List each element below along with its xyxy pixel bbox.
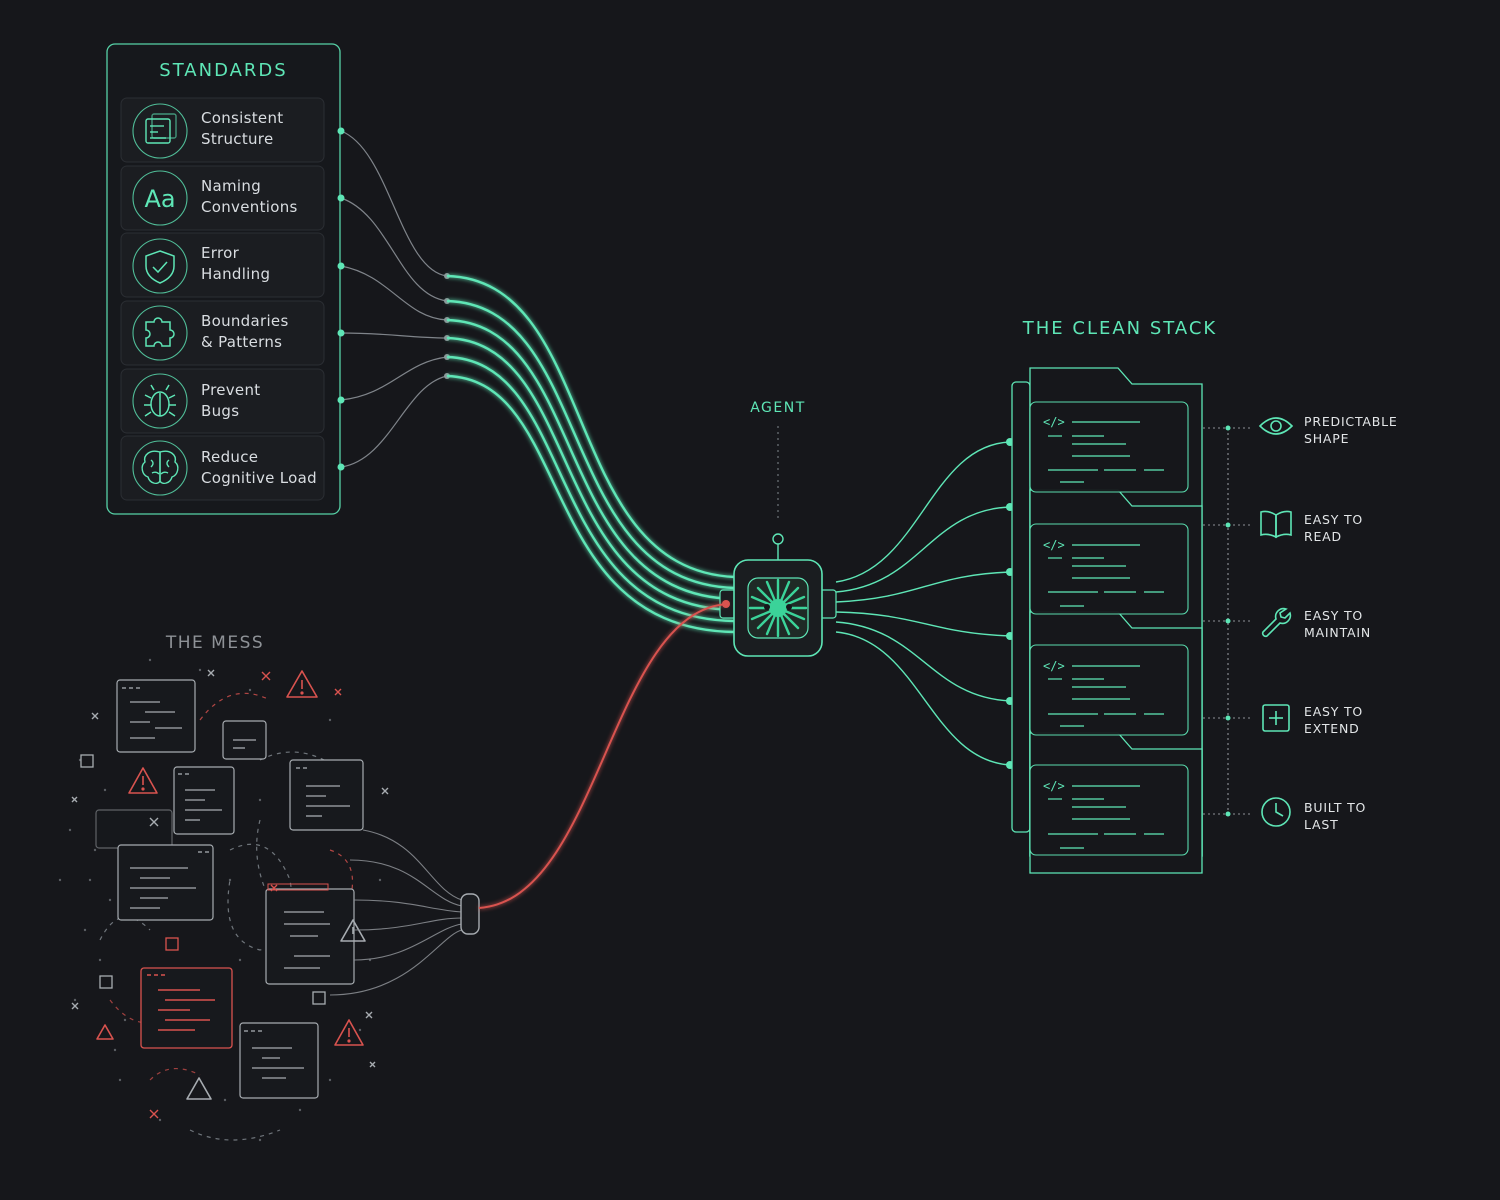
standard-label-line1: Prevent bbox=[201, 381, 261, 399]
plus-square-icon bbox=[1262, 704, 1290, 732]
benefit-predictable-shape: PREDICTABLE SHAPE bbox=[1304, 413, 1424, 447]
mess-collector-plug bbox=[460, 893, 480, 935]
agent-output-fan bbox=[835, 441, 1011, 766]
standards-title: STANDARDS bbox=[159, 60, 288, 81]
standard-label-line2: Structure bbox=[201, 130, 274, 148]
agent-antenna bbox=[772, 533, 784, 545]
code-lines bbox=[1048, 421, 1164, 849]
warning-icons bbox=[96, 670, 366, 1100]
clean-stack-title: THE CLEAN STACK bbox=[1022, 318, 1218, 339]
bundle-nodes bbox=[444, 273, 450, 379]
standard-item-prevent-bugs: Prevent Bugs bbox=[120, 370, 324, 434]
code-glyph-icons: </> </> </> </> bbox=[1043, 415, 1065, 793]
standards-icon-circles bbox=[132, 103, 188, 496]
standard-label: Naming Conventions bbox=[201, 176, 298, 218]
standard-label-line2: Bugs bbox=[201, 402, 240, 420]
benefit-line1: EASY TO bbox=[1304, 704, 1364, 719]
benefit-line2: EXTEND bbox=[1304, 721, 1360, 736]
mess-title: THE MESS bbox=[165, 633, 265, 653]
mess-entry-dot bbox=[722, 600, 730, 608]
standard-item-cognitive-load: Reduce Cognitive Load bbox=[120, 437, 324, 501]
wrench-icon bbox=[1261, 607, 1292, 638]
benefit-easy-to-maintain: EASY TO MAINTAIN bbox=[1304, 607, 1424, 641]
bug-icon bbox=[144, 384, 176, 417]
benefit-line2: READ bbox=[1304, 529, 1342, 544]
benefit-dots bbox=[1225, 425, 1231, 817]
brain-icon bbox=[141, 450, 179, 485]
standard-label-line1: Error bbox=[201, 244, 240, 262]
standard-label: Prevent Bugs bbox=[201, 380, 260, 422]
standard-label-line2: & Patterns bbox=[201, 333, 283, 351]
standard-item-boundaries: Boundaries & Patterns bbox=[120, 301, 324, 365]
standards-rows bbox=[120, 97, 325, 501]
text-aa-icon: Aa bbox=[144, 185, 175, 213]
agent-label: AGENT bbox=[750, 400, 806, 416]
standard-label-line2: Conventions bbox=[201, 198, 298, 216]
standard-label: Boundaries & Patterns bbox=[201, 311, 289, 353]
code-glyph-4: </> bbox=[1043, 779, 1065, 793]
benefit-connectors bbox=[1203, 427, 1250, 815]
benefit-line2: MAINTAIN bbox=[1304, 625, 1372, 640]
structure-icon bbox=[145, 113, 177, 144]
benefit-easy-to-read: EASY TO READ bbox=[1304, 511, 1424, 545]
standard-label-line1: Consistent bbox=[201, 109, 284, 127]
standard-label-line2: Cognitive Load bbox=[201, 469, 317, 487]
agent-input-bundle bbox=[446, 274, 736, 634]
puzzle-icon bbox=[145, 317, 175, 347]
code-glyph-1: </> bbox=[1043, 415, 1065, 429]
standards-connectors bbox=[340, 130, 448, 468]
mess-window-red bbox=[140, 883, 329, 1049]
mess-x-marks bbox=[71, 669, 389, 1119]
standard-item-structure: Consistent Structure bbox=[120, 98, 324, 162]
mess-small-squares bbox=[80, 754, 326, 1005]
code-glyph-3: </> bbox=[1043, 659, 1065, 673]
standards-port-dots bbox=[337, 127, 345, 471]
agent-burst-icon bbox=[748, 578, 808, 638]
mess-connectors bbox=[329, 829, 463, 996]
mess-to-agent-connector bbox=[478, 603, 729, 909]
benefit-easy-to-extend: EASY TO EXTEND bbox=[1304, 703, 1424, 737]
standard-item-error-handling: Error Handling bbox=[120, 233, 324, 297]
benefit-line2: SHAPE bbox=[1304, 431, 1350, 446]
clock-icon bbox=[1261, 797, 1291, 827]
standard-item-naming: Naming Conventions bbox=[120, 166, 324, 230]
benefit-line2: LAST bbox=[1304, 817, 1339, 832]
standard-label-line1: Reduce bbox=[201, 448, 259, 466]
standard-label: Error Handling bbox=[201, 243, 270, 285]
code-glyph-2: </> bbox=[1043, 538, 1065, 552]
benefit-built-to-last: BUILT TO LAST bbox=[1304, 799, 1424, 833]
benefit-line1: PREDICTABLE bbox=[1304, 414, 1398, 429]
standard-label-line1: Naming bbox=[201, 177, 262, 195]
book-icon bbox=[1260, 510, 1292, 539]
standard-label: Consistent Structure bbox=[201, 108, 283, 150]
benefit-line1: EASY TO bbox=[1304, 512, 1364, 527]
benefit-line1: BUILT TO bbox=[1304, 800, 1367, 815]
standard-label-line1: Boundaries bbox=[201, 312, 289, 330]
mess-window-lines-gray bbox=[122, 687, 350, 1079]
eye-icon bbox=[1258, 417, 1294, 435]
standard-label-line2: Handling bbox=[201, 265, 271, 283]
benefit-line1: EASY TO bbox=[1304, 608, 1364, 623]
shield-check-icon bbox=[145, 250, 175, 284]
standard-label: Reduce Cognitive Load bbox=[201, 447, 317, 489]
